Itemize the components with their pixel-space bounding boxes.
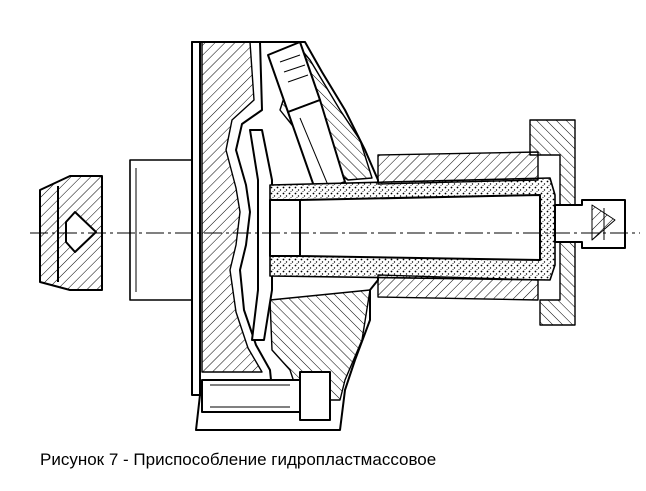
spindle-flange xyxy=(129,159,193,301)
diaphragm-plate xyxy=(249,129,273,341)
plunger-screw xyxy=(267,41,346,193)
hydroplastic-chamber xyxy=(269,177,556,281)
sleeve-housing xyxy=(377,119,576,326)
right-shank xyxy=(554,199,626,249)
figure-caption: Рисунок 7 - Приспособление гидропластмас… xyxy=(40,450,437,469)
bottom-bolt xyxy=(201,371,331,421)
